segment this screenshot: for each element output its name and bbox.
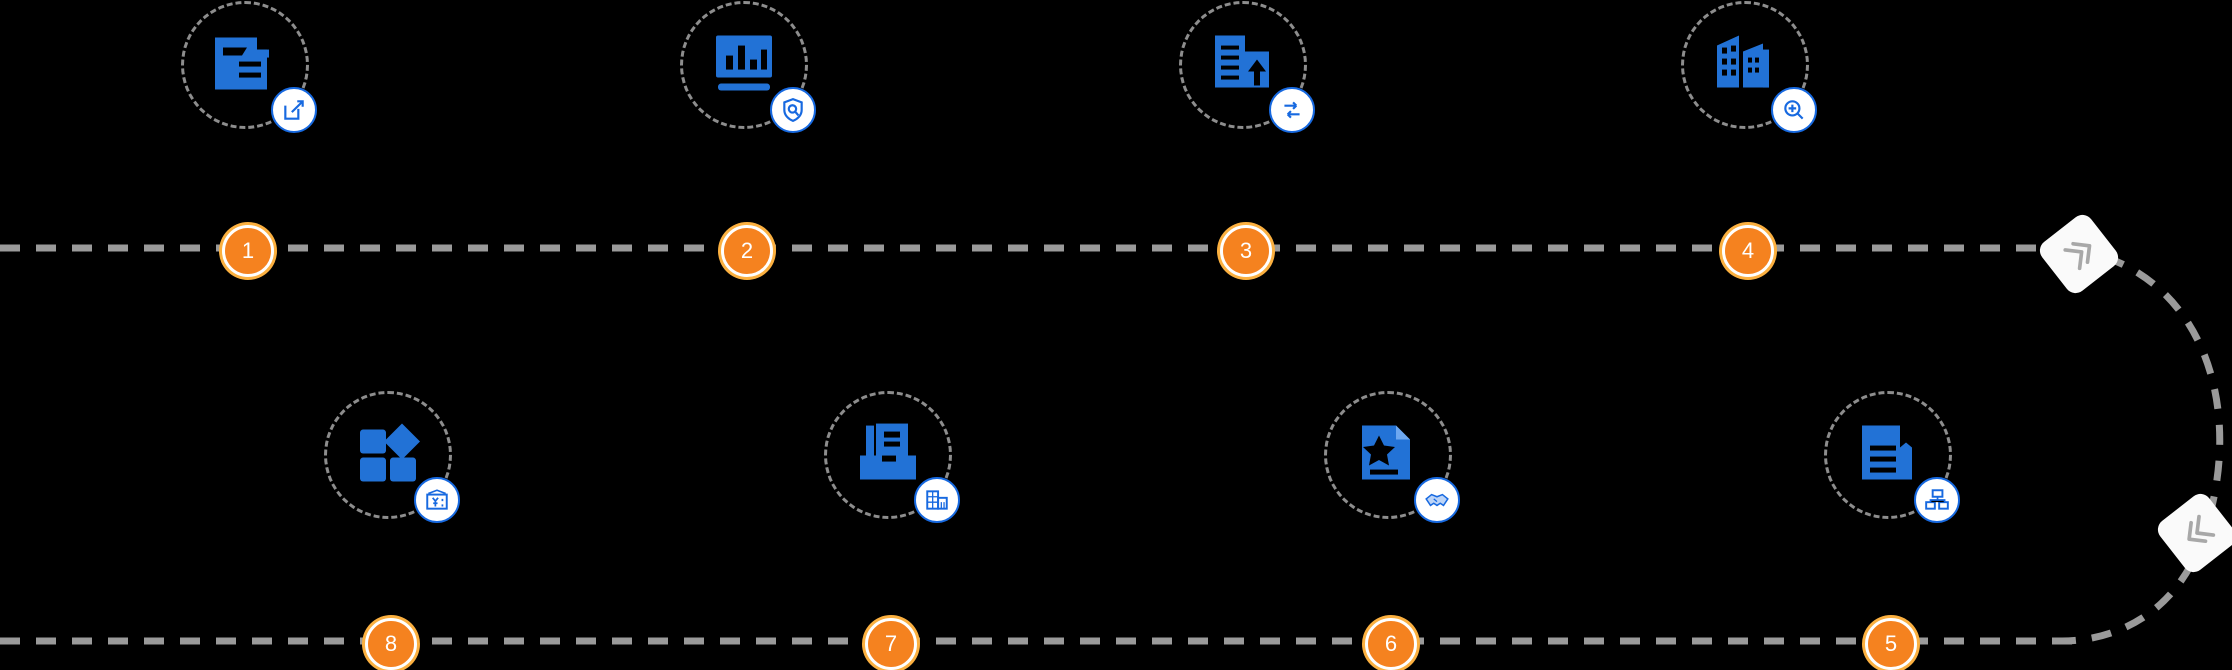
dashed-ring <box>1179 1 1307 129</box>
bar-chart-monitor-icon <box>716 35 772 91</box>
shield-search-icon <box>783 98 803 122</box>
double-chevron-right-icon <box>2063 241 2092 271</box>
dashed-ring <box>680 1 808 129</box>
step-marker-6[interactable]: 6 <box>1365 618 1417 670</box>
step-node-5[interactable] <box>1824 391 1960 523</box>
step-marker-1[interactable]: 1 <box>222 225 274 277</box>
dashed-ring <box>824 391 952 519</box>
dashed-ring <box>1681 1 1809 129</box>
exchange-arrows-icon <box>1284 101 1300 119</box>
archive-box-icon <box>860 423 916 480</box>
document-bookmark-icon <box>1862 425 1912 480</box>
modules-blocks-icon <box>360 423 420 482</box>
dashed-ring <box>181 1 309 129</box>
step-node-2[interactable] <box>680 1 816 133</box>
step-marker-7[interactable]: 7 <box>865 618 917 670</box>
people-network-badge[interactable] <box>1914 477 1960 523</box>
step-node-4[interactable] <box>1681 1 1817 133</box>
step-marker-4[interactable]: 4 <box>1722 225 1774 277</box>
handshake-badge[interactable] <box>1414 477 1460 523</box>
step-node-8[interactable] <box>324 391 460 523</box>
dashed-ring <box>324 391 452 519</box>
chevron-forward-tile[interactable] <box>2035 210 2123 298</box>
certificate-star-icon <box>1362 425 1410 480</box>
exchange-arrows-badge[interactable] <box>1269 87 1315 133</box>
double-chevron-down-left-icon <box>2187 514 2216 544</box>
handshake-icon <box>1425 493 1449 507</box>
dashed-ring <box>1824 391 1952 519</box>
step-node-6[interactable] <box>1324 391 1460 523</box>
shield-search-badge[interactable] <box>770 87 816 133</box>
edit-pencil-badge[interactable] <box>271 87 317 133</box>
step-marker-2[interactable]: 2 <box>721 225 773 277</box>
folder-document-icon <box>215 37 269 90</box>
zoom-in-badge[interactable] <box>1771 87 1817 133</box>
money-wallet-badge[interactable] <box>414 477 460 523</box>
building-badge[interactable] <box>914 477 960 523</box>
zoom-in-icon <box>1784 100 1804 120</box>
chevron-down-tile[interactable] <box>2153 489 2232 577</box>
step-marker-8[interactable]: 8 <box>365 618 417 670</box>
document-upload-icon <box>1215 35 1269 88</box>
step-node-3[interactable] <box>1179 1 1315 133</box>
city-buildings-icon <box>1717 35 1769 88</box>
step-marker-5[interactable]: 5 <box>1865 618 1917 670</box>
return-curve-dashed <box>2061 244 2224 645</box>
money-wallet-icon <box>426 489 448 510</box>
edit-pencil-icon <box>284 100 304 120</box>
dashed-ring <box>1324 391 1452 519</box>
step-node-1[interactable] <box>181 1 317 133</box>
step-node-7[interactable] <box>824 391 960 523</box>
step-marker-3[interactable]: 3 <box>1220 225 1272 277</box>
people-network-icon <box>1925 489 1949 510</box>
building-icon <box>926 490 948 510</box>
